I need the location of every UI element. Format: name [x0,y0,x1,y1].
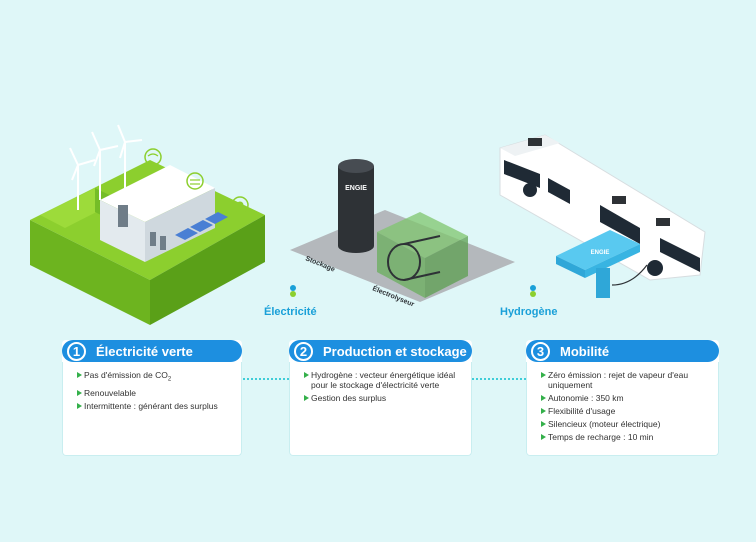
connector-1-2 [243,378,289,382]
feature-list: Hydrogène : vecteur énergétique idéal po… [304,370,461,403]
step-number: 1 [67,341,86,361]
machinery [118,205,166,250]
connector-2-3 [472,378,526,382]
list-item: Zéro émission : rejet de vapeur d'eau un… [541,370,708,390]
list-item: Temps de recharge : 10 min [541,432,708,442]
panel-header: 1 Électricité verte [62,340,242,362]
hydrogen-flow-label: Hydrogène [500,306,558,318]
list-item: Renouvelable [77,388,231,398]
electrolyser-unit [377,212,468,298]
energy-chain-illustration: ENGIE Stockage Électrolyseur [30,124,706,325]
panel-header: 3 Mobilité [526,340,719,362]
list-item: Gestion des surplus [304,393,461,403]
step-number: 3 [531,341,550,361]
flow-marker-electricity [290,285,296,297]
panel-body: Hydrogène : vecteur énergétique idéal po… [289,362,472,456]
renewable-plant-illustration [30,124,265,325]
list-item: Silencieux (moteur électrique) [541,419,708,429]
panel-body: Zéro émission : rejet de vapeur d'eau un… [526,362,719,456]
list-item: Autonomie : 350 km [541,393,708,403]
tank-logo: ENGIE [345,185,367,192]
step-number: 2 [294,341,313,361]
flow-marker-hydrogen [530,285,536,297]
solar-panels [175,212,228,240]
panel-header: 2 Production et stockage [289,340,472,362]
bus-station-illustration: ENGIE [499,134,706,298]
list-item: Flexibilité d'usage [541,406,708,416]
hydrogen-station: ENGIE [556,230,648,298]
co2-subscript: 2 [167,376,172,383]
station-logo: ENGIE [591,250,610,256]
panel-green-electricity: 1 Électricité verte Pas d'émission de CO… [62,340,242,456]
feature-list: Pas d'émission de CO2 Renouvelable Inter… [77,370,231,411]
panel-mobility: 3 Mobilité Zéro émission : rejet de vape… [526,340,719,456]
water-icon [186,172,204,190]
panel-title: Production et stockage [323,343,467,359]
storage-electrolyser-illustration: ENGIE Stockage Électrolyseur [290,159,515,309]
panel-body: Pas d'émission de CO2 Renouvelable Inter… [62,362,242,456]
sun-icon [231,196,249,214]
list-item: Hydrogène : vecteur énergétique idéal po… [304,370,461,390]
electricity-flow-label: Électricité [264,306,317,318]
wind-icon [144,148,162,166]
feature-list: Zéro émission : rejet de vapeur d'eau un… [541,370,708,442]
hydrogen-tank: ENGIE [338,159,374,253]
panel-production-storage: 2 Production et stockage Hydrogène : vec… [289,340,472,456]
panel-title: Mobilité [560,343,610,359]
panel-title: Électricité verte [96,343,193,359]
hydrogen-bus [499,134,706,281]
list-item: Intermittente : générant des surplus [77,401,231,411]
wind-turbines [69,124,143,210]
list-item: Pas d'émission de CO2 [77,370,231,385]
